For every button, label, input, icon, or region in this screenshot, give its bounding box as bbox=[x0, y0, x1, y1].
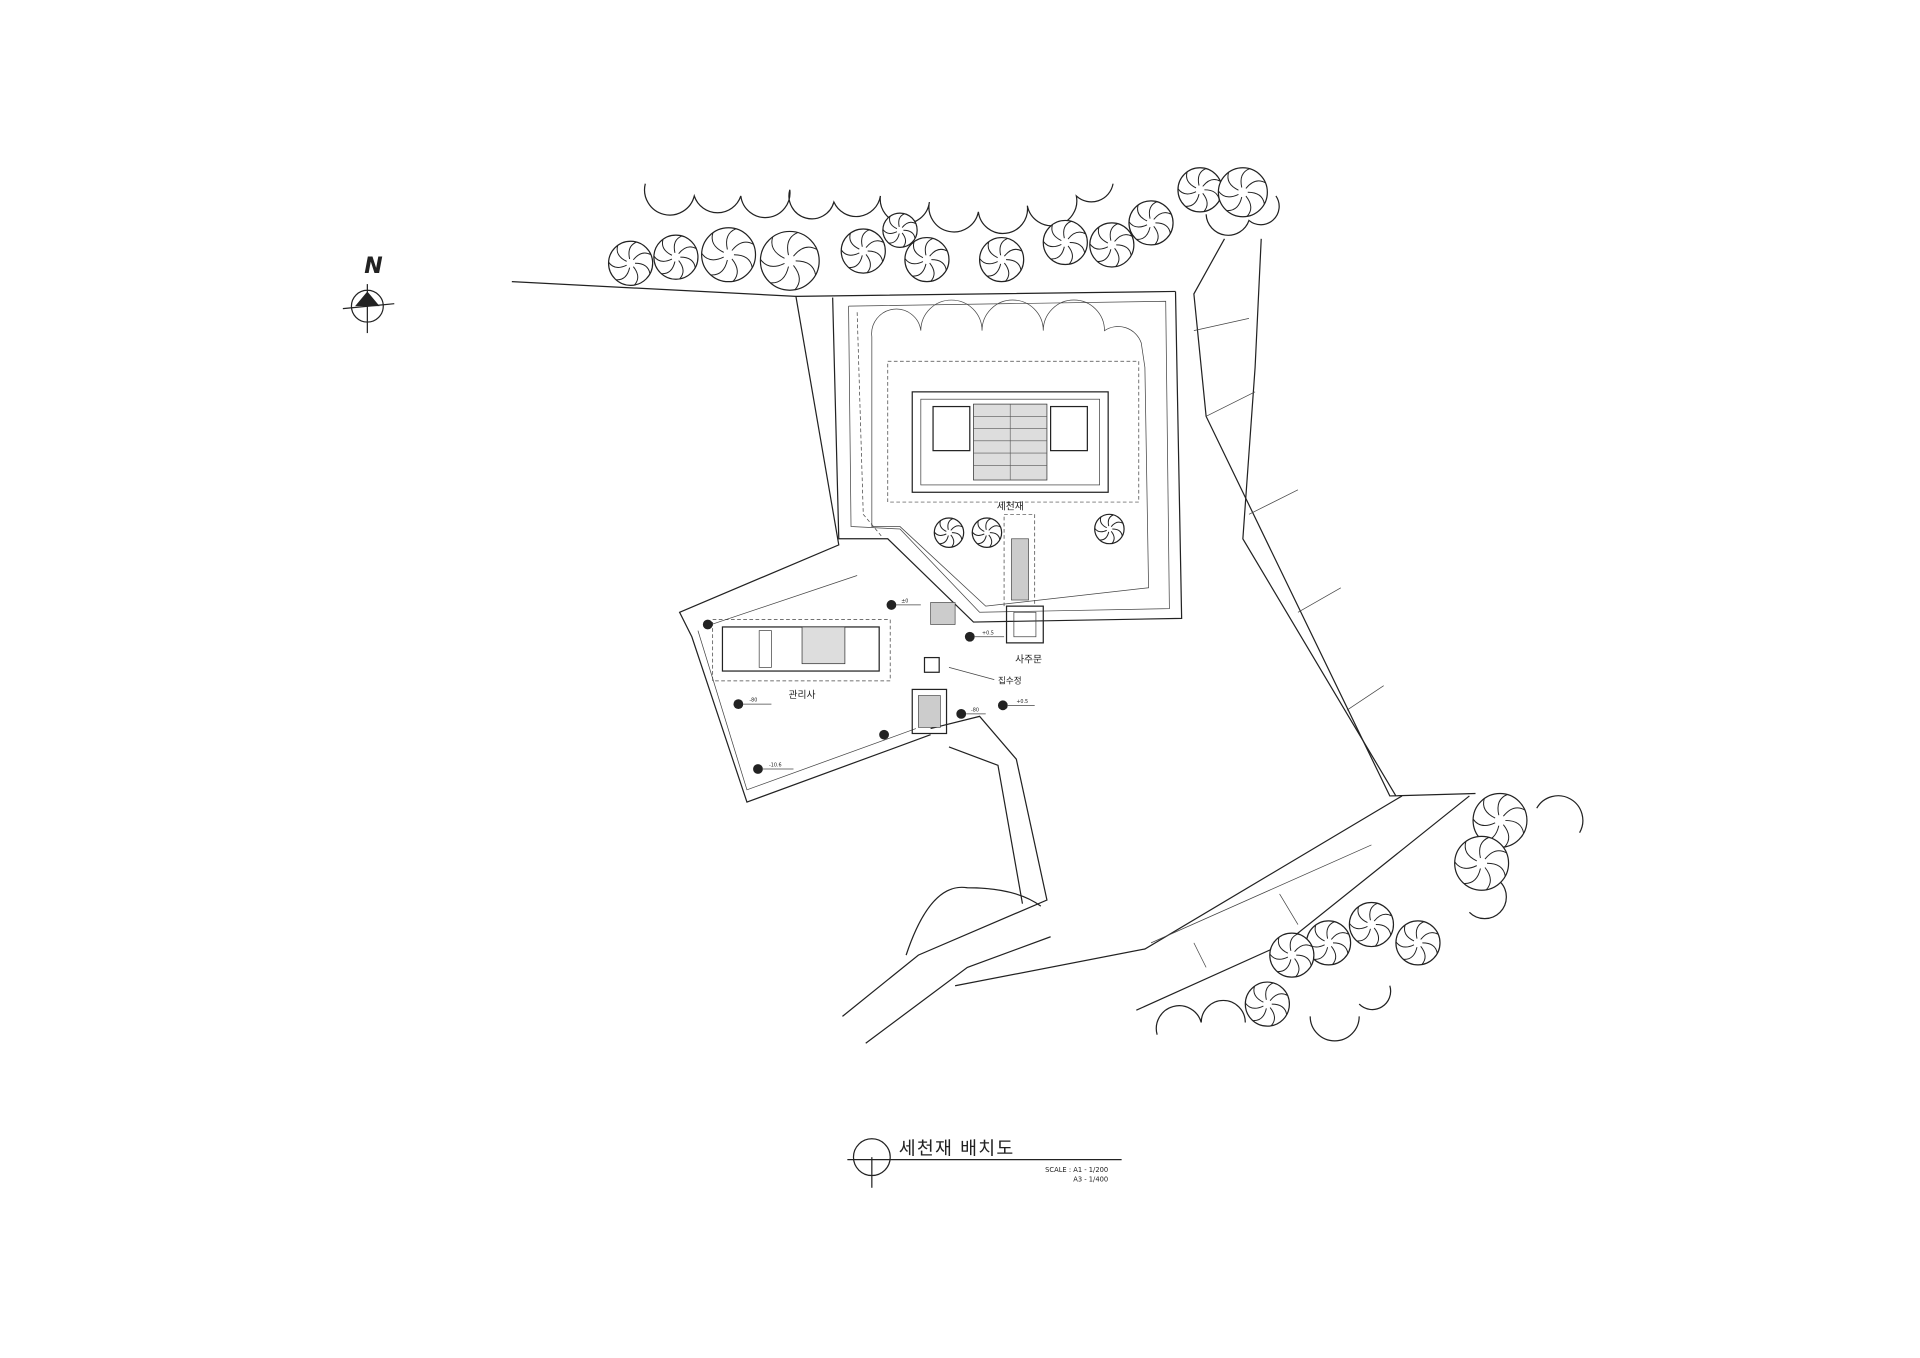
tree-icon bbox=[971, 517, 1003, 548]
north-arrow-icon: N bbox=[342, 254, 395, 334]
tree-icon bbox=[607, 240, 654, 286]
tree-icon bbox=[759, 230, 820, 291]
scale-line-2: A3 - 1/400 bbox=[1073, 1176, 1108, 1184]
tree-icon bbox=[1128, 200, 1174, 246]
svg-text:-80: -80 bbox=[971, 707, 979, 713]
svg-text:±0: ±0 bbox=[901, 598, 908, 604]
tree-icon bbox=[1042, 219, 1088, 266]
label-gate: 사주문 bbox=[1015, 653, 1042, 665]
scale-line-1: SCALE : A1 - 1/200 bbox=[1045, 1166, 1108, 1174]
tree-icon bbox=[701, 227, 757, 283]
hedge-right bbox=[1155, 795, 1584, 1042]
tree-icon bbox=[978, 236, 1025, 283]
tree-icon bbox=[840, 228, 886, 274]
tree-icon bbox=[882, 212, 918, 248]
tree-icon bbox=[933, 517, 965, 548]
tree-icon bbox=[1454, 835, 1510, 891]
label-catch-basin: 집수정 bbox=[998, 674, 1022, 686]
north-label: N bbox=[364, 254, 382, 279]
tree-icon bbox=[1269, 932, 1315, 978]
tree-icon bbox=[1244, 981, 1290, 1027]
hedge-top-right bbox=[1205, 195, 1280, 236]
drawing-title: 세천재 배치도 bbox=[899, 1139, 1015, 1160]
management-building: 관리사 bbox=[712, 602, 956, 735]
label-main-hall: 세천재 bbox=[997, 500, 1024, 512]
level-mark: -80 bbox=[733, 698, 772, 709]
level-mark: ±0 bbox=[886, 598, 921, 610]
svg-text:+0.5: +0.5 bbox=[1016, 699, 1028, 705]
svg-text:+0.5: +0.5 bbox=[982, 630, 994, 636]
tree-icon bbox=[1094, 513, 1125, 545]
tree-icon bbox=[1217, 167, 1268, 218]
tree-icon bbox=[1089, 222, 1135, 268]
trees bbox=[607, 167, 1528, 1027]
main-compound: 세천재 사주문 bbox=[871, 299, 1149, 665]
site-lines bbox=[511, 238, 1476, 1044]
label-management-building: 관리사 bbox=[789, 689, 816, 701]
tree-icon bbox=[1305, 920, 1352, 966]
level-marks: +0.5 ±0 -80 -10.6 +0.5 -80 bbox=[702, 598, 1035, 774]
svg-text:-10.6: -10.6 bbox=[769, 763, 782, 769]
tree-icon bbox=[1177, 167, 1223, 213]
title-block: 세천재 배치도 SCALE : A1 - 1/200 A3 - 1/400 bbox=[847, 1138, 1122, 1188]
level-mark: +0.5 bbox=[964, 630, 1005, 642]
level-mark: -80 bbox=[956, 707, 986, 719]
tree-icon bbox=[904, 236, 950, 283]
level-mark: +0.5 bbox=[997, 699, 1035, 711]
hedge-top bbox=[644, 183, 1114, 235]
tree-icon bbox=[653, 234, 699, 280]
tree-icon bbox=[1348, 901, 1395, 948]
tree-icon bbox=[1395, 920, 1441, 966]
svg-text:-80: -80 bbox=[749, 698, 757, 704]
level-mark: -10.6 bbox=[753, 763, 794, 774]
